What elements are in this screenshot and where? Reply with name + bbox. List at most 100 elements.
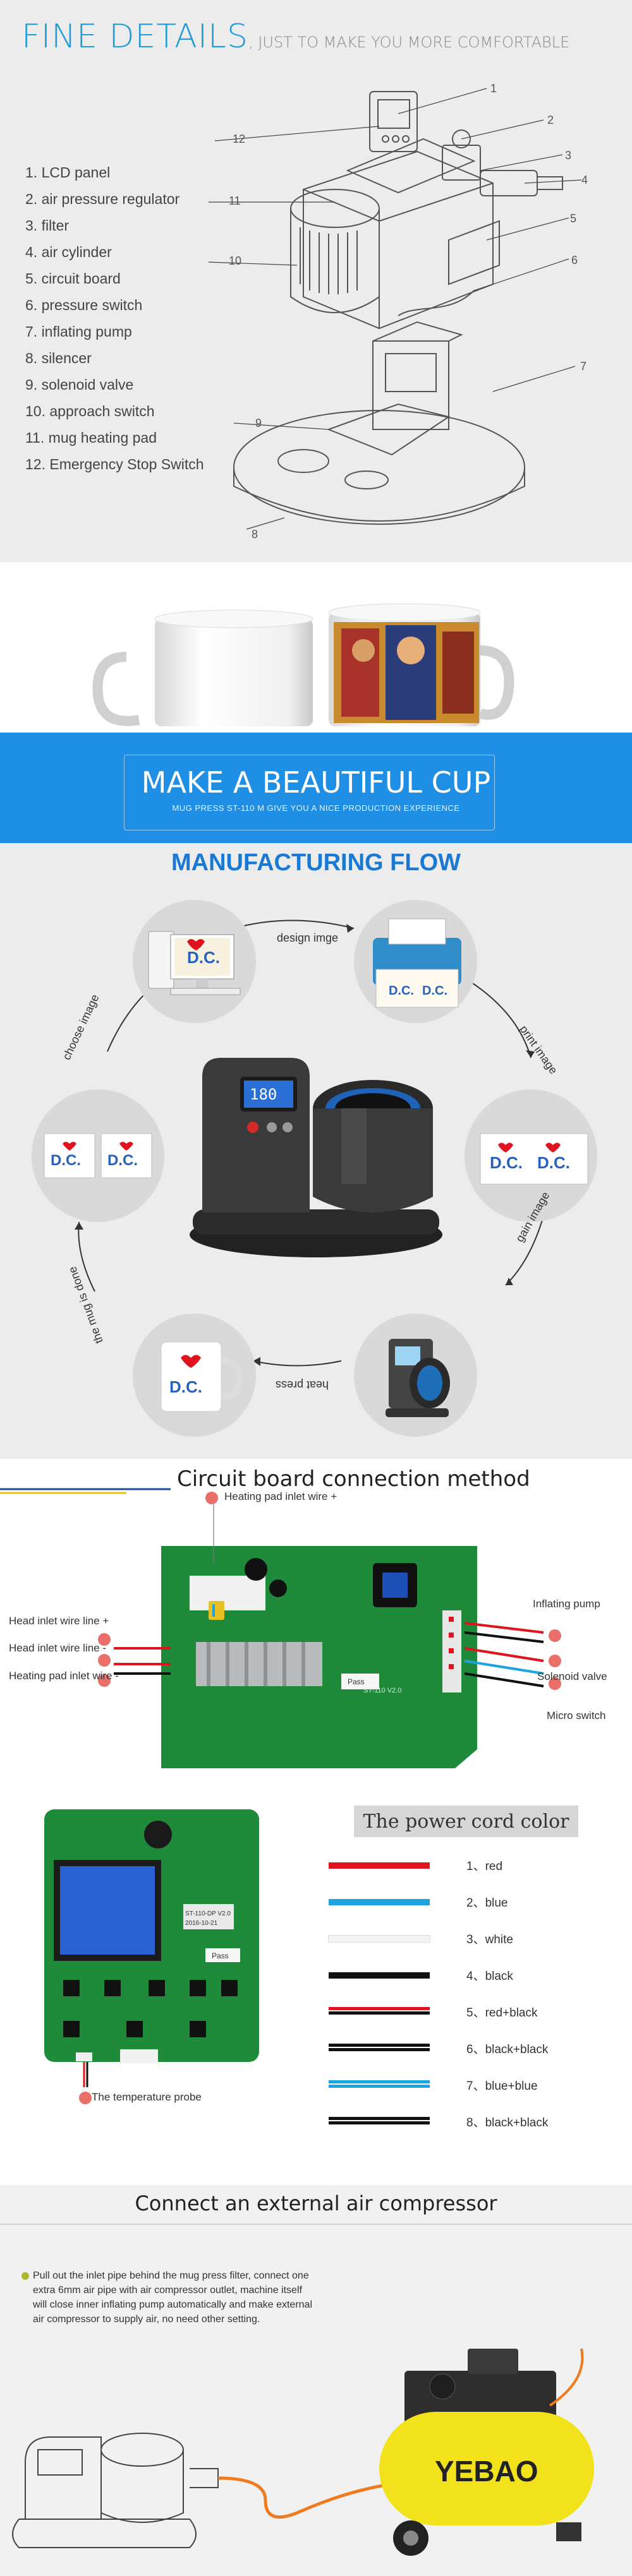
air-compressor-instructions: Pull out the inlet pipe behind the mug p… — [33, 2270, 312, 2325]
wire-color-swatch — [329, 1862, 430, 1869]
flow-label-design: design imge — [277, 932, 339, 944]
wire-color-swatch — [329, 1936, 430, 1942]
label-inflating-pump: Inflating pump — [533, 1598, 600, 1610]
callout-number: 12 — [233, 133, 246, 145]
finished-mug-icon: D.C. — [161, 1341, 242, 1412]
svg-text:D.C.: D.C. — [169, 1377, 202, 1396]
board-version-text: ST-110 V2.0 — [363, 1687, 401, 1694]
label-head-wire-plus: Head inlet wire line + — [9, 1615, 109, 1627]
callout-number: 1 — [490, 82, 497, 95]
callout-number: 8 — [252, 528, 258, 541]
parts-list-item: 10. approach switch — [25, 403, 155, 419]
transfer-paper-icon: D.C. D.C. — [480, 1133, 588, 1185]
wire-color-swatch — [329, 2080, 430, 2088]
printer-icon: D.C. D.C. — [373, 918, 461, 1008]
label-heating-pad-plus: Heating pad inlet wire + — [224, 1490, 337, 1502]
manufacturing-flow-title: MANUFACTURING FLOW — [171, 849, 461, 876]
wire-color-swatch — [329, 2007, 430, 2015]
parts-list-item: 8. silencer — [25, 350, 92, 366]
circuit-board-title: Circuit board connection method — [177, 1466, 530, 1492]
step-heat-press-circle — [354, 1314, 477, 1437]
wire-color-swatch — [329, 1972, 430, 1979]
power-cord-row: 5、red+black — [329, 2003, 600, 2022]
power-cord-row: 3、white — [329, 1930, 600, 1949]
air-compressor-section: Connect an external air compressor Pull … — [0, 2185, 632, 2576]
callout-number: 6 — [571, 254, 578, 267]
pass-sticker-display: Pass — [212, 1951, 229, 1960]
mug-press-machine-image: 180 — [190, 1058, 442, 1257]
parts-list-item: 3. filter — [25, 217, 70, 234]
fine-details-section: FINE DETAILS, JUST TO MAKE YOU MORE COMF… — [0, 0, 632, 562]
manufacturing-flow-section: MANUFACTURING FLOW D.C. — [0, 843, 632, 1459]
mugs-photo — [92, 603, 514, 726]
svg-text:D.C.: D.C. — [537, 1153, 570, 1172]
parts-list-item: 12. Emergency Stop Switch — [25, 456, 204, 472]
label-heating-pad-minus: Heating pad inlet wire - — [9, 1670, 119, 1682]
air-compressor-title: Connect an external air compressor — [135, 2191, 497, 2215]
wire-color-label: 6、black+black — [466, 2043, 549, 2056]
svg-text:D.C.: D.C. — [490, 1153, 523, 1172]
svg-text:D.C.: D.C. — [107, 1152, 138, 1169]
label-head-wire-minus: Head inlet wire line - — [9, 1642, 107, 1654]
callout-number: 10 — [229, 255, 242, 267]
parts-list-item: 9. solenoid valve — [25, 376, 134, 393]
display-circuit-board: ST-110-DP V2.0 2016-10-21 Pass — [44, 1809, 259, 2104]
power-cord-row: 4、black — [329, 1967, 600, 1986]
flow-label-heat-press: heat press — [275, 1379, 329, 1391]
callout-number: 5 — [570, 212, 577, 225]
wire-color-swatch — [329, 2117, 430, 2124]
power-cord-row: 1、red — [329, 1857, 600, 1876]
fine-details-subtitle: , JUST TO MAKE YOU MORE COMFORTABLE — [248, 33, 570, 51]
power-cord-row: 8、black+black — [329, 2113, 600, 2132]
banner-subtitle: MUG PRESS ST-110 M GIVE YOU A NICE PRODU… — [172, 803, 460, 813]
wire-color-label: 4、black — [466, 1970, 513, 1983]
callout-number: 3 — [565, 149, 572, 162]
power-cord-row: 6、black+black — [329, 2040, 600, 2059]
wire-color-label: 5、red+black — [466, 2006, 538, 2020]
pass-sticker-main: Pass — [348, 1677, 365, 1686]
title-underline — [0, 1488, 171, 1494]
compressor-connection-illustration: YEBAO — [12, 2348, 594, 2556]
parts-list-item: 11. mug heating pad — [25, 429, 157, 446]
lcd-reading: 180 — [250, 1086, 277, 1103]
power-cord-title-box: The power cord color — [354, 1806, 578, 1837]
banner-section: MAKE A BEAUTIFUL CUP MUG PRESS ST-110 M … — [0, 733, 632, 843]
wire-color-label: 7、blue+blue — [466, 2080, 538, 2093]
fine-details-title: FINE DETAILS — [21, 18, 249, 56]
wire-color-label: 2、blue — [466, 1896, 508, 1910]
wire-color-swatch — [329, 1899, 430, 1905]
banner-title: MAKE A BEAUTIFUL CUP — [141, 765, 491, 800]
compressor-brand: YEBAO — [435, 2455, 538, 2488]
callout-number: 7 — [580, 360, 587, 373]
svg-text:D.C.: D.C. — [187, 948, 220, 967]
display-board-date: 2016-10-21 — [185, 1920, 218, 1927]
step-mug-done-circle: D.C. — [133, 1314, 256, 1437]
mug-press-line-drawing — [209, 88, 582, 530]
parts-list-item: 4. air cylinder — [25, 244, 112, 260]
wire-color-label: 8、black+black — [466, 2116, 549, 2130]
power-cord-row: 7、blue+blue — [329, 2076, 600, 2095]
step-design-image-circle: D.C. — [133, 900, 256, 1023]
label-micro-switch: Micro switch — [547, 1710, 606, 1722]
parts-list-item: 7. inflating pump — [25, 323, 132, 340]
parts-list-item: 2. air pressure regulator — [25, 191, 180, 207]
step-print-image-circle: D.C. D.C. — [354, 900, 477, 1023]
parts-list: 1. LCD panel 2. air pressure regulator 3… — [25, 159, 204, 477]
title-divider — [0, 2224, 632, 2225]
image-choice-icon: D.C. D.C. — [44, 1133, 152, 1178]
main-circuit-board: Pass ST-110 V2.0 — [98, 1492, 561, 1768]
computer-icon: D.C. — [148, 931, 241, 995]
parts-list-item: 5. circuit board — [25, 270, 121, 287]
power-cord-title: The power cord color — [363, 1811, 569, 1833]
step-choose-image-circle: D.C. D.C. — [32, 1089, 164, 1222]
bullet-dot-icon — [21, 2272, 29, 2280]
callout-number: 11 — [229, 195, 241, 207]
parts-list-item: 6. pressure switch — [25, 297, 143, 313]
step-gain-image-circle: D.C. D.C. — [465, 1089, 597, 1222]
mug-photo-section — [0, 562, 632, 733]
svg-text:D.C.: D.C. — [389, 984, 414, 998]
circuit-board-section: Circuit board connection method Pass ST-… — [0, 1459, 632, 2185]
parts-list-item: 1. LCD panel — [25, 164, 111, 181]
heat-press-icon — [386, 1339, 450, 1417]
callout-number: 9 — [255, 417, 262, 429]
